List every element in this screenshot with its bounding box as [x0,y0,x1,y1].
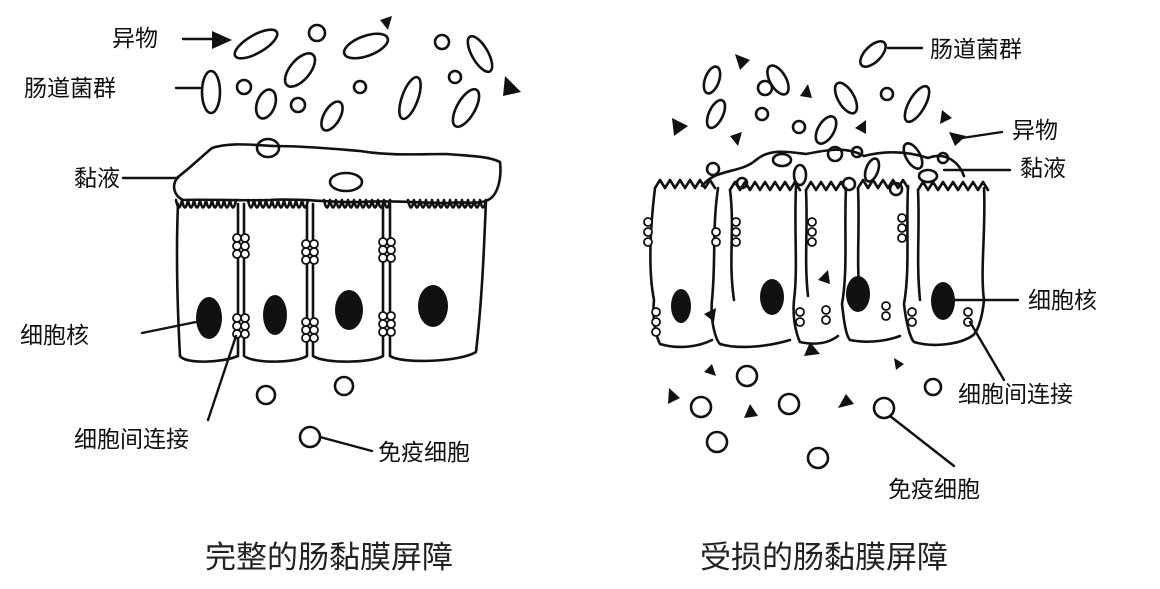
flora-bacterium [701,64,724,95]
flora-coccus [881,88,893,100]
epithelium-damaged [644,150,988,356]
label-immune-damaged: 免疫细胞 [888,477,980,503]
immune-cell [737,366,757,386]
flora-coccus [449,71,461,83]
flora-bacterium [812,113,841,147]
flora-coccus [309,25,325,41]
microvilli [176,200,486,208]
foreign-particle [744,404,758,418]
foreign-particle [940,110,952,124]
immune-cell [779,394,799,414]
cell-3 [313,204,383,362]
nucleus [846,276,870,312]
label-mucus-intact: 黏液 [74,166,120,192]
foreign-particle [735,54,750,70]
foreign-particle [704,364,716,376]
foreign-particle [668,388,680,404]
foreign-particle [838,394,854,408]
label-immune-intact: 免疫细胞 [378,440,470,466]
flora-coccus [756,108,768,120]
cell-2 [244,204,307,362]
foreign-particle [800,84,812,98]
immune-cell [808,448,828,468]
nucleus [263,295,287,335]
flora-bacterium [900,83,934,126]
flora-bacterium [252,87,279,121]
flora-bacterium [831,79,862,116]
foreign-particle [672,118,688,136]
flora-bacterium [341,29,391,64]
foreign-particle [949,132,966,146]
flora-bacterium [856,37,890,71]
label-flora-damaged: 肠道菌群 [930,37,1022,63]
flora-bacterium [317,98,347,134]
caption-damaged: 受损的肠黏膜屏障 [700,540,948,576]
flora-bacterium [919,170,937,182]
lumen-contents-intact [202,16,521,134]
label-mucus-damaged: 黏液 [1020,156,1066,182]
immune-cells-damaged [668,358,941,468]
damaged-cells [650,186,984,347]
nucleus [671,289,691,323]
flora-coccus [237,80,251,94]
foreign-particle [894,358,904,370]
flora-bacterium [231,24,282,64]
immune-cell [707,432,727,452]
flora-coccus [793,121,805,133]
foreign-particle [380,16,392,30]
label-junction-intact: 细胞间连接 [74,427,189,453]
panel-intact: 异物 肠道菌群 黏液 细胞核 细胞间连接 免疫细胞 完整的肠黏膜屏障 [20,16,521,576]
label-nucleus-damaged: 细胞核 [1028,288,1097,314]
immune-cell [257,386,275,404]
cell-4 [390,200,486,361]
flora-bacterium [202,71,220,113]
foreign-particle [704,308,716,322]
nucleus [760,279,784,315]
label-flora-intact: 肠道菌群 [24,76,116,102]
flora-bacterium [279,48,320,91]
immune-cell [925,379,941,395]
immune-cell [691,397,711,417]
flora-coccus [354,81,366,93]
immune-cell [874,398,894,418]
flora-bacterium [463,33,497,76]
nucleus [196,297,222,339]
flora-coccus [758,81,772,95]
label-foreign-intact: 异物 [112,26,158,52]
flora-bacterium [763,62,793,98]
nucleus [335,290,363,330]
foreign-particle [855,120,866,134]
foreign-particle [818,270,830,284]
nucleus [418,285,448,327]
flora-coccus [291,98,305,112]
flora-bacterium [773,154,791,166]
flora-bacterium [448,85,485,130]
label-junction-damaged: 细胞间连接 [958,382,1073,408]
lumen-contents-damaged [672,37,966,195]
flora-coccus [435,35,449,49]
flora-bacterium [395,75,425,122]
tight-junctions-damaged [644,214,972,336]
label-foreign-damaged: 异物 [1012,118,1058,144]
foreign-particle [503,76,521,96]
immune-cell [300,427,320,447]
flora-bacterium [703,97,728,130]
immune-cell [335,377,353,395]
foreign-particle [730,132,742,146]
nucleus [931,282,955,320]
caption-intact: 完整的肠黏膜屏障 [205,540,453,576]
immune-cells-intact [257,377,353,447]
label-nucleus-intact: 细胞核 [20,323,89,349]
epithelium-intact [174,139,500,362]
flora-coccus [707,163,719,175]
panel-damaged: 肠道菌群 异物 黏液 细胞核 细胞间连接 免疫细胞 受损的肠黏膜屏障 [644,37,1097,576]
